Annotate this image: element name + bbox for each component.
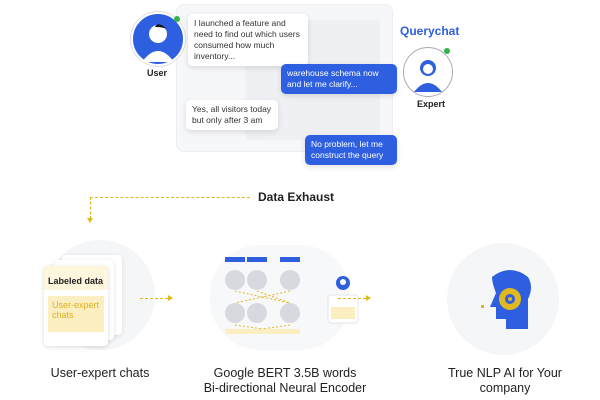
step3-caption-line2: company (479, 381, 531, 395)
expert-label: Expert (417, 99, 446, 109)
arrow-right-icon (168, 295, 173, 301)
data-exhaust-label: Data Exhaust (258, 190, 335, 204)
step1-caption: User-expert chats (50, 366, 150, 380)
arrow-right-icon-2 (366, 295, 371, 301)
step2-caption-line2: Bi-directional Neural Encoder (203, 381, 367, 395)
expert-person-icon (414, 60, 442, 92)
exhaust-line-horizontal (90, 197, 250, 198)
step2-caption-line1: Google BERT 3.5B words (213, 366, 357, 380)
message-user-1: I launched a feature and need to find ou… (188, 14, 308, 66)
online-indicator (174, 16, 180, 22)
message-user-2: Yes, all visitors today but only after 3… (186, 100, 278, 130)
card-body: User-expert chats (48, 296, 104, 332)
step3-caption-line1: True NLP AI for Your (448, 366, 562, 380)
arrow-1 (140, 298, 168, 299)
ai-head-icon (481, 270, 531, 329)
message-expert-1: warehouse schema now and let me clarify.… (281, 64, 397, 94)
card-title: Labeled data (44, 266, 108, 290)
expert-online-indicator (444, 48, 450, 54)
exhaust-line-vertical (90, 197, 91, 219)
message-expert-2: No problem, let me construct the query (305, 135, 397, 165)
expert-avatar (403, 47, 453, 97)
neural-encoder-diagram (225, 257, 359, 334)
user-label: User (147, 68, 168, 78)
person-icon (142, 24, 174, 62)
arrow-2 (338, 298, 366, 299)
labeled-data-card: Labeled data User-expert chats (44, 266, 108, 346)
brand-title: Querychat (400, 24, 460, 38)
arrow-down-icon (87, 218, 93, 223)
user-avatar (131, 12, 185, 66)
